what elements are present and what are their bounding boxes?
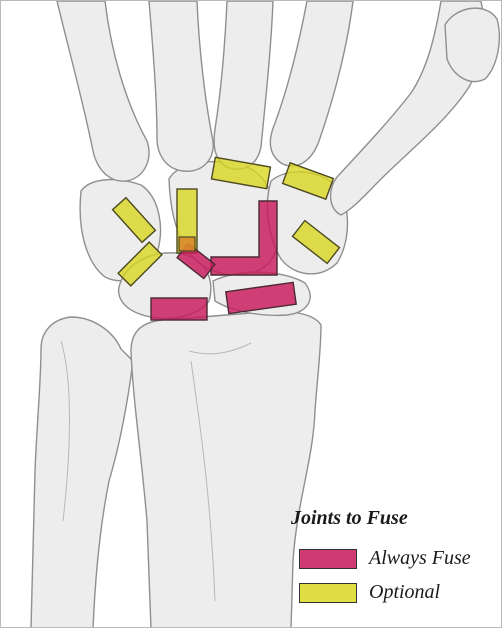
always-fuse-joint-radius-left: [151, 298, 207, 320]
ulna-bone: [31, 317, 133, 628]
legend-title: Joints to Fuse: [291, 507, 408, 530]
metacarpal-3: [214, 1, 273, 169]
metacarpal-2: [149, 1, 213, 171]
metacarpal-1: [57, 1, 149, 181]
legend: Joints to Fuse Always Fuse Optional: [291, 507, 501, 617]
magenta-swatch-icon: [299, 549, 357, 569]
always-optional-overlap: [179, 237, 195, 251]
yellow-swatch-icon: [299, 583, 357, 603]
legend-label-optional: Optional: [369, 581, 440, 604]
metacarpal-4: [270, 1, 353, 166]
legend-label-always-fuse: Always Fuse: [369, 547, 471, 570]
thumb-tip: [445, 8, 499, 81]
